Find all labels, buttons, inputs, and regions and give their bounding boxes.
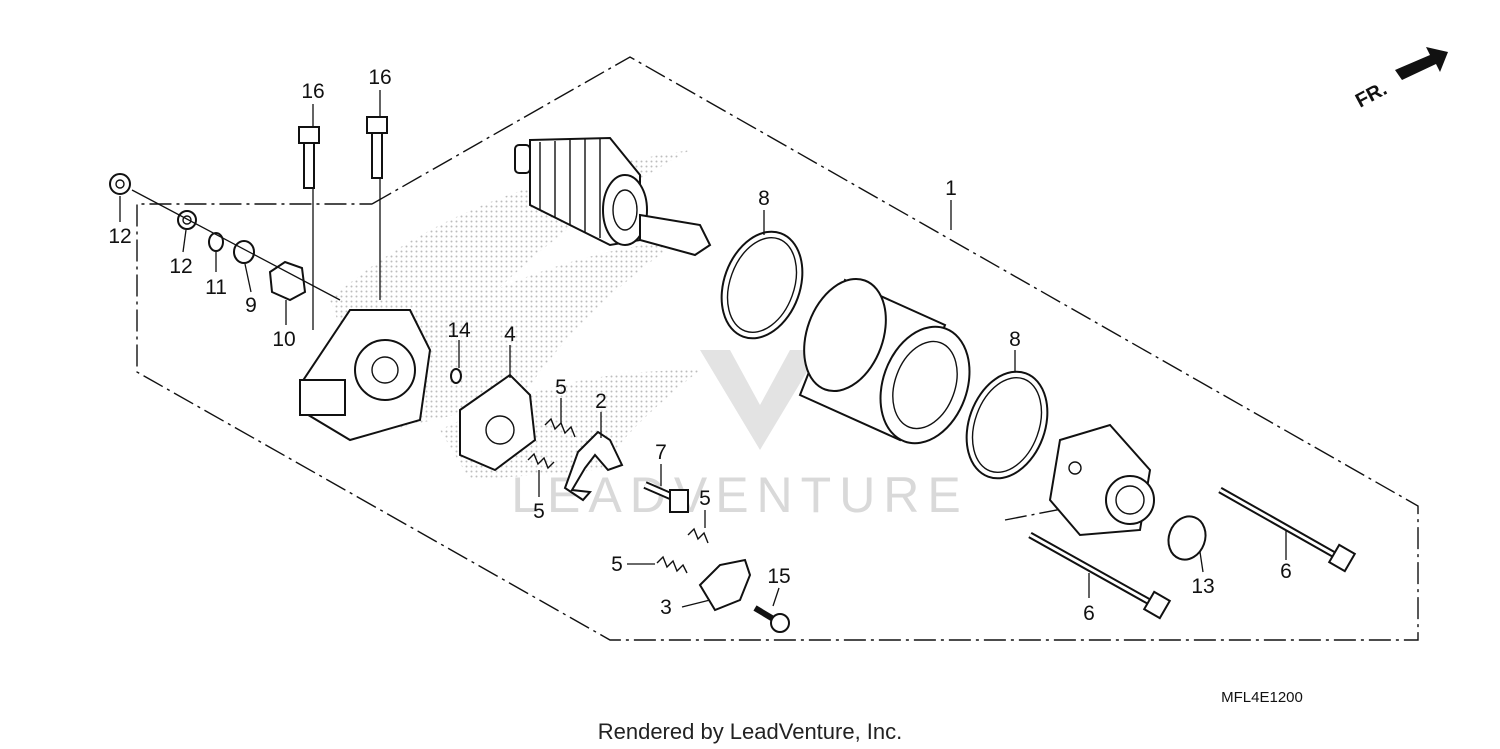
mount-bolt-right [366, 116, 388, 179]
screw-15 [753, 605, 790, 633]
callout-2: 2 [595, 390, 607, 413]
callout-12a: 12 [108, 225, 131, 248]
callout-8b: 8 [1009, 328, 1021, 351]
rear-cover [1048, 423, 1155, 537]
armature [514, 136, 712, 257]
brush-2 [563, 430, 624, 502]
callout-3: 3 [660, 596, 672, 619]
callout-11: 11 [205, 276, 227, 299]
through-bolts [1028, 486, 1357, 620]
callout-5d: 5 [611, 553, 623, 576]
footer-credit: Rendered by LeadVenture, Inc. [598, 719, 903, 744]
front-label: FR. [1352, 78, 1391, 113]
callout-10: 10 [272, 328, 295, 351]
callout-8a: 8 [758, 187, 770, 210]
callout-1: 1 [945, 177, 957, 200]
brush-3 [698, 558, 752, 612]
motor-case [798, 277, 971, 445]
callout-16a: 16 [301, 80, 324, 103]
o-ring-small [1167, 515, 1207, 561]
callout-12b: 12 [169, 255, 192, 278]
callout-6b: 6 [1280, 560, 1292, 583]
callout-9: 9 [245, 294, 257, 317]
callout-14: 14 [447, 319, 471, 342]
callout-13: 13 [1191, 575, 1214, 598]
o-ring-front [720, 230, 804, 340]
callout-16b: 16 [368, 66, 391, 89]
front-cover [299, 309, 432, 442]
terminal-bolt [643, 481, 689, 513]
leader-lines [119, 90, 1287, 608]
callout-15: 15 [767, 565, 790, 588]
front-direction-indicator: FR. [1352, 47, 1448, 112]
small-hardware [109, 173, 341, 302]
callouts: 1 2 3 4 5 5 5 5 6 6 7 8 8 9 10 11 12 12 … [108, 66, 1292, 625]
callout-5a: 5 [555, 376, 567, 399]
mount-bolt-left [298, 126, 320, 189]
callout-6a: 6 [1083, 602, 1095, 625]
callout-7: 7 [655, 441, 667, 464]
callout-4: 4 [504, 323, 516, 346]
callout-5b: 5 [533, 500, 545, 523]
washer-14 [450, 368, 462, 384]
callout-5c: 5 [699, 487, 711, 510]
o-ring-rear [965, 370, 1049, 480]
drawing-code: MFL4E1200 [1221, 689, 1303, 706]
